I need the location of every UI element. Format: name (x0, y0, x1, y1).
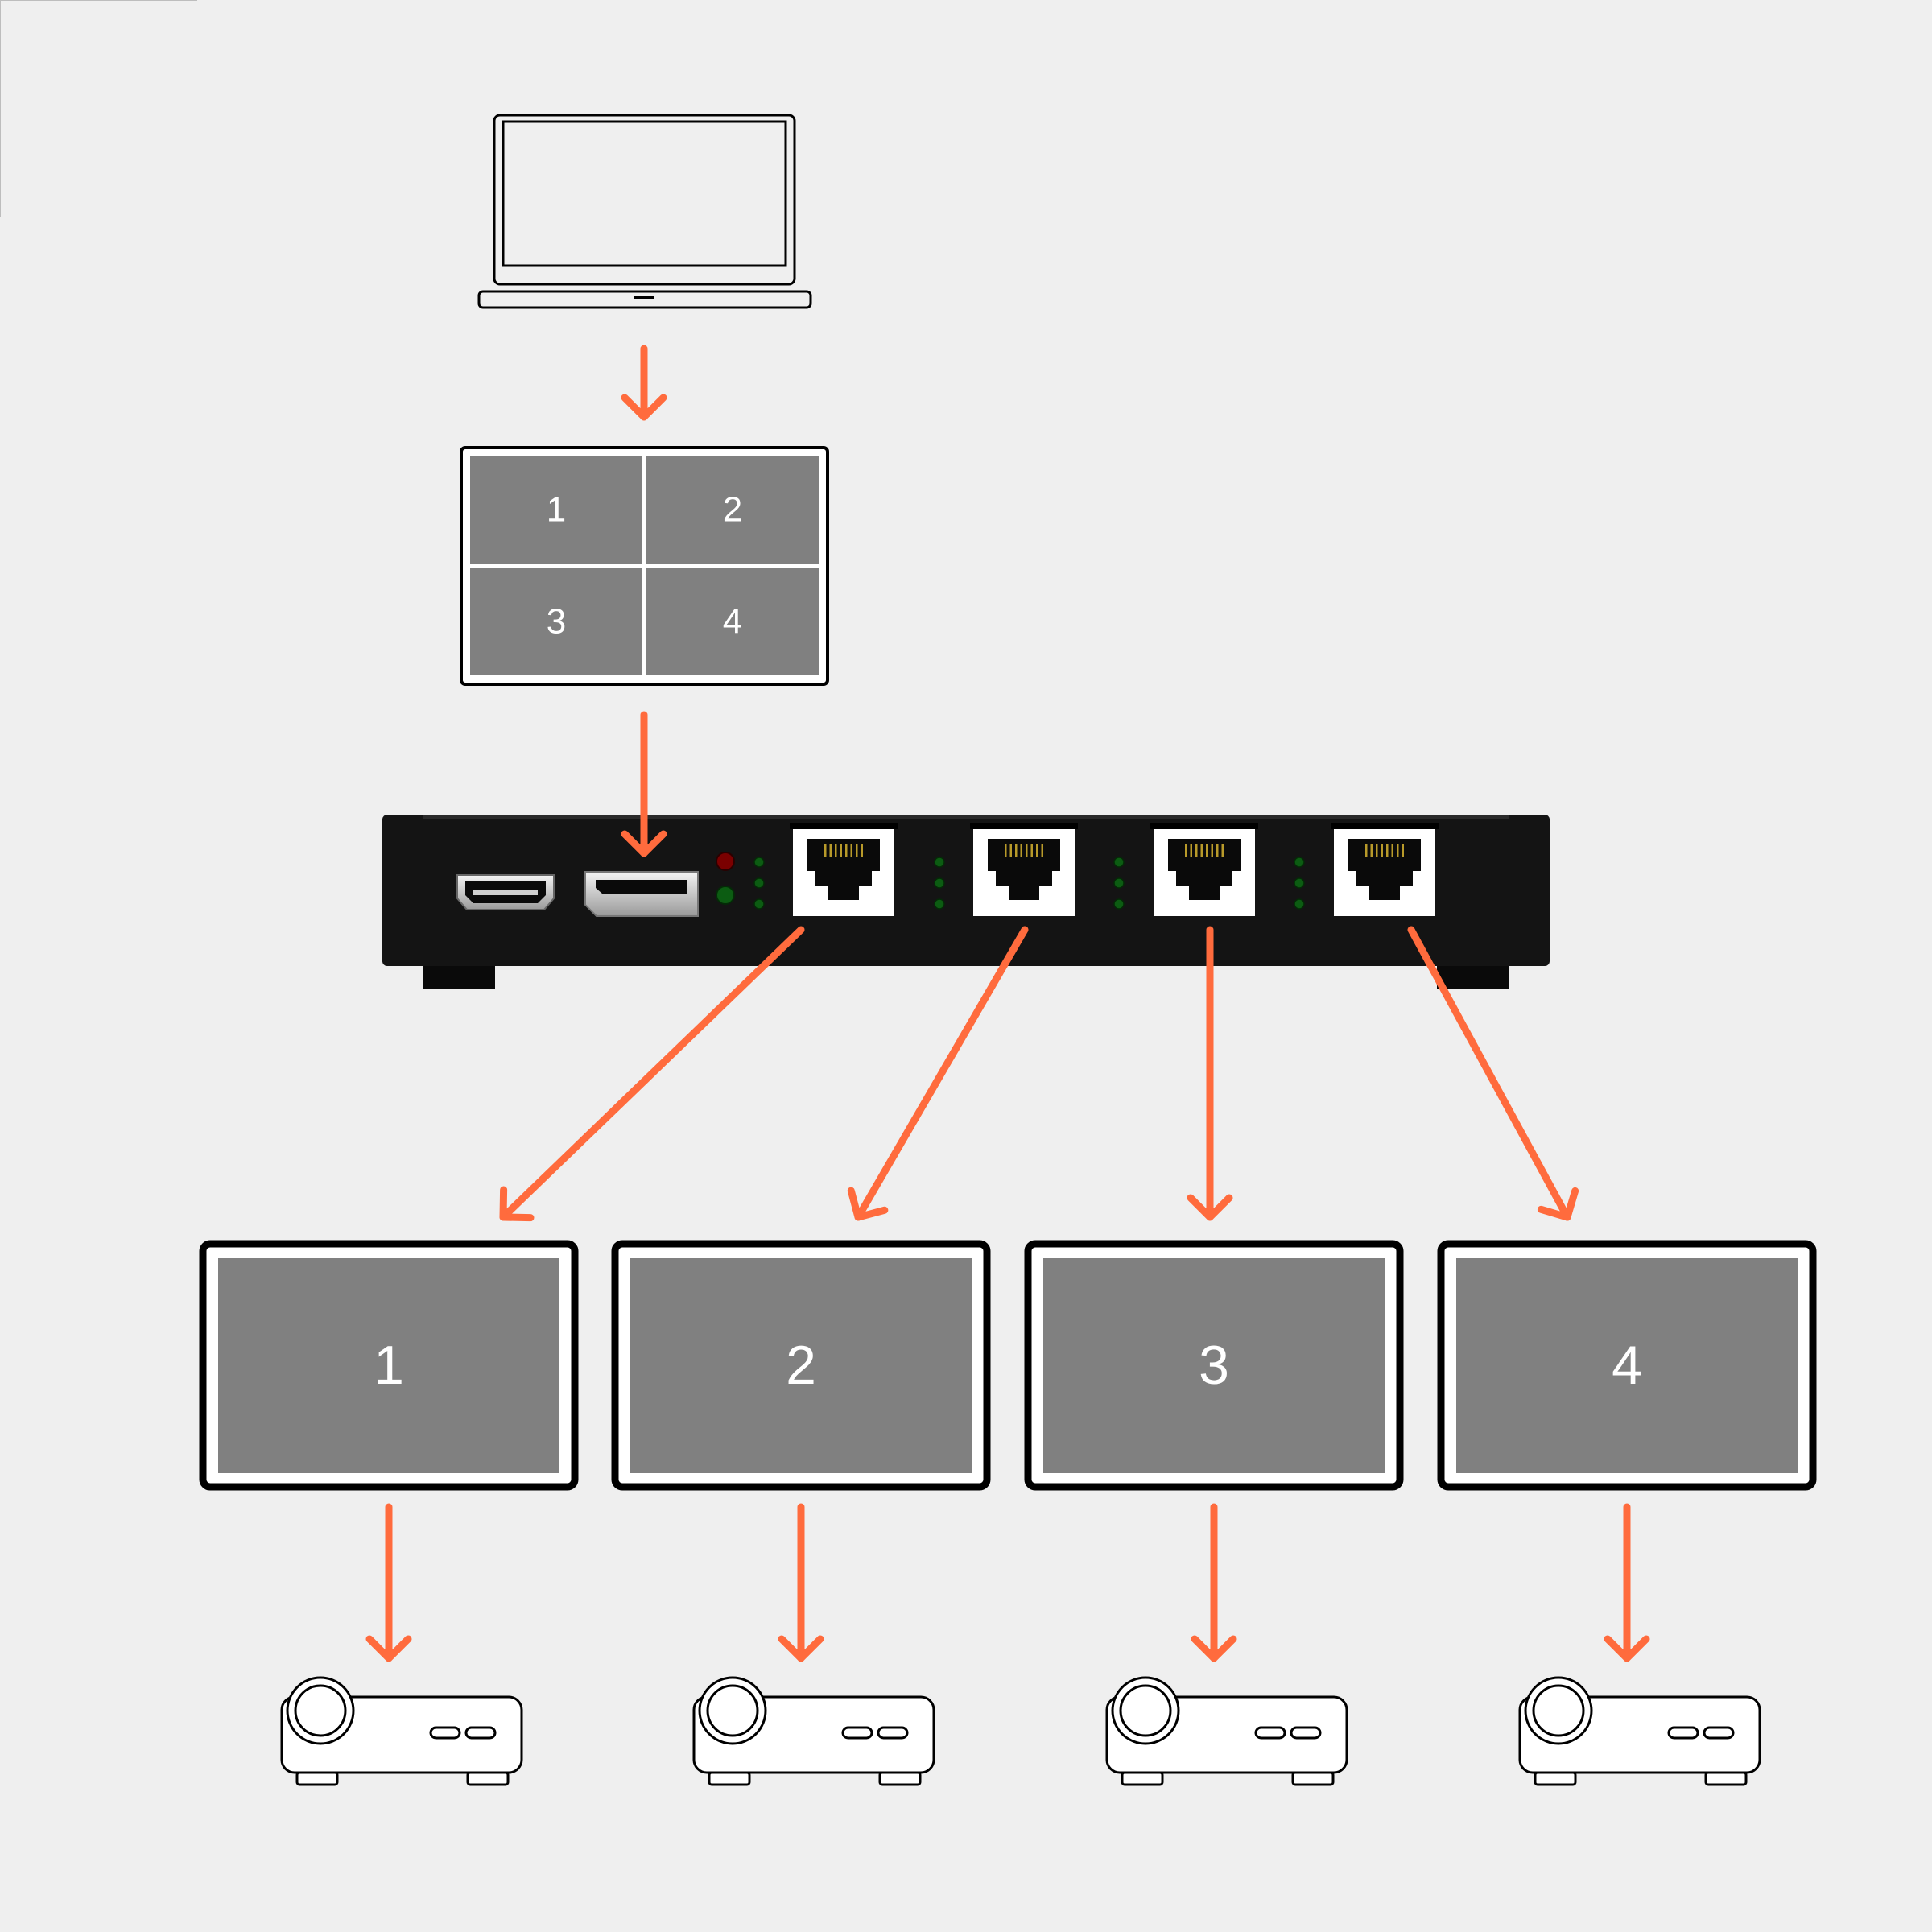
display-label-2: 2 (786, 1335, 816, 1396)
corner-frame-line (0, 0, 197, 217)
arrow-port-to-display-3 (1187, 926, 1233, 1221)
preview-cell-1 (470, 456, 642, 564)
arrow-display-to-projector-2 (778, 1503, 824, 1662)
output-display-3: 3 (1024, 1240, 1404, 1491)
display-label-4: 4 (1612, 1335, 1642, 1396)
arrow-display-to-projector-4 (1604, 1503, 1650, 1662)
arrow-port-to-display-2 (847, 926, 1029, 1221)
output-display-1: 1 (199, 1240, 579, 1491)
status-led-green (716, 886, 735, 905)
preview-cell-4 (646, 568, 819, 675)
displayport-icon (584, 871, 699, 917)
projector-icon (280, 1676, 523, 1786)
output-display-2: 2 (611, 1240, 991, 1491)
hdmi-port-icon (456, 874, 555, 910)
output-displays: 1 2 3 4 (199, 1240, 1817, 1491)
display-label-1: 1 (374, 1335, 404, 1396)
preview-cell-2-label: 2 (723, 490, 742, 530)
signal-arrows (365, 345, 1650, 1662)
projector-icon (1518, 1676, 1761, 1786)
arrow-port-to-display-1 (499, 926, 805, 1222)
output-display-4: 4 (1437, 1240, 1817, 1491)
canvas-preview-grid: 1 2 3 4 (460, 446, 829, 686)
preview-cell-3 (470, 568, 642, 675)
preview-cell-2 (646, 456, 819, 564)
device-foot-right (1437, 964, 1509, 989)
display-label-3: 3 (1199, 1335, 1229, 1396)
projectors (280, 1676, 1761, 1786)
arrow-preview-to-displayport (621, 711, 667, 857)
arrow-port-to-display-4 (1407, 926, 1579, 1221)
video-wall-controller (382, 815, 1550, 989)
preview-cell-1-label: 1 (547, 490, 566, 530)
projector-icon (1105, 1676, 1348, 1786)
laptop-icon (477, 114, 812, 309)
status-led-red (716, 852, 735, 871)
rj45-port-icon (970, 823, 1078, 916)
arrow-display-to-projector-1 (365, 1503, 412, 1662)
device-foot-left (423, 964, 495, 989)
port-leds (753, 857, 1305, 910)
projector-icon (692, 1676, 935, 1786)
rj45-port-icon (1150, 823, 1258, 916)
preview-cell-4-label: 4 (723, 602, 742, 642)
rj45-port-icon (790, 823, 898, 916)
preview-cell-3-label: 3 (547, 602, 566, 642)
arrow-laptop-to-preview (621, 345, 667, 421)
device-body (382, 815, 1550, 966)
arrow-display-to-projector-3 (1191, 1503, 1237, 1662)
rj45-port-icon (1331, 823, 1439, 916)
